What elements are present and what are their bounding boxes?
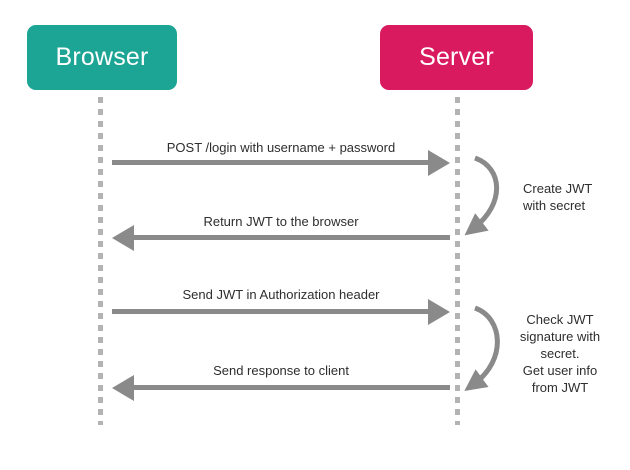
message-label-send-jwt: Send JWT in Authorization header	[182, 287, 380, 302]
actor-browser-box: Browser	[27, 25, 177, 90]
actor-browser-label: Browser	[55, 43, 149, 71]
self-action-arrow-icon	[464, 305, 500, 392]
message-arrow-send-response	[112, 375, 450, 401]
message-label-send-response: Send response to client	[213, 363, 349, 378]
note-line: Create JWT	[523, 181, 593, 196]
server-action-note-check-jwt: Check JWT signature with secret. Get use…	[512, 311, 608, 396]
message-arrow-return-jwt	[112, 225, 450, 251]
message-arrow-send-jwt	[112, 299, 450, 325]
arrow-shaft	[128, 385, 450, 390]
browser-lifeline	[98, 97, 103, 425]
arrow-shaft	[112, 309, 434, 314]
arrow-left-icon	[112, 375, 134, 401]
self-action-arrow-icon	[464, 155, 499, 236]
server-lifeline	[455, 97, 460, 425]
message-arrow-post-login	[112, 150, 450, 176]
note-line: Check JWT	[526, 312, 594, 327]
note-line: Get user info	[522, 363, 598, 378]
arrow-shaft	[112, 160, 434, 165]
message-label-post-login: POST /login with username + password	[166, 140, 396, 155]
note-line: from JWT	[531, 380, 589, 395]
message-label-return-jwt: Return JWT to the browser	[203, 214, 359, 229]
arrow-right-icon	[428, 150, 450, 176]
arrow-shaft	[128, 235, 450, 240]
actor-server-box: Server	[380, 25, 533, 90]
note-line: with secret	[523, 198, 586, 213]
server-action-note-create-jwt: Create JWT with secret	[523, 180, 592, 214]
arrow-right-icon	[428, 299, 450, 325]
note-line: signature with	[519, 329, 601, 344]
arrow-left-icon	[112, 225, 134, 251]
note-line: secret.	[540, 346, 580, 361]
actor-server-label: Server	[419, 43, 494, 71]
